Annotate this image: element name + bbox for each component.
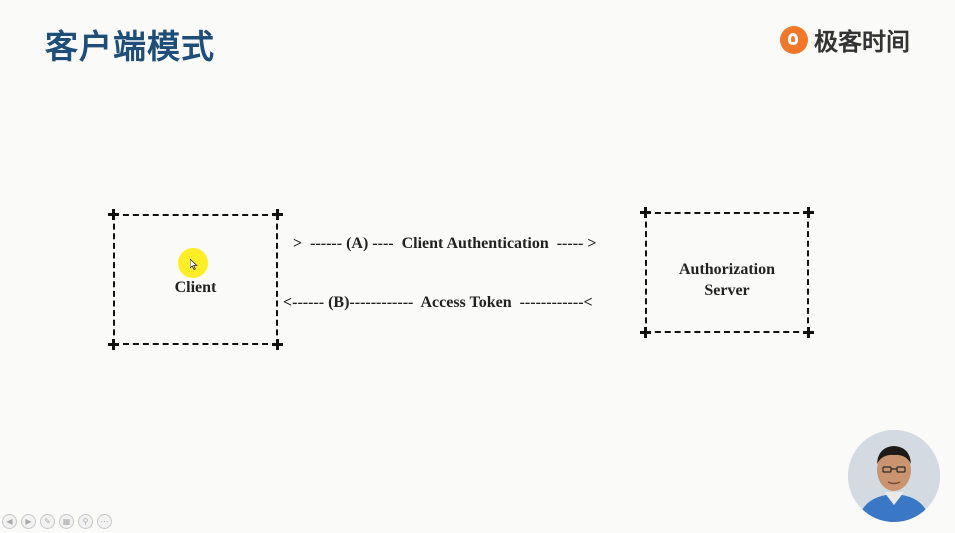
corner-plus-icon bbox=[272, 209, 283, 220]
client-authentication-arrow: > ------ (A) ---- Client Authentication … bbox=[293, 235, 597, 252]
geektime-logo-icon bbox=[780, 25, 808, 54]
authorization-server-box: Authorization Server bbox=[640, 207, 814, 338]
corner-plus-icon bbox=[272, 339, 283, 350]
client-label: Client bbox=[174, 279, 217, 296]
server-label-line1: Authorization bbox=[679, 261, 775, 278]
mouse-pointer-icon bbox=[190, 259, 198, 270]
slideshow-toolbar: ◀ ▶ ✎ ▦ ⚲ ⋯ bbox=[2, 514, 112, 529]
zoom-icon[interactable]: ⚲ bbox=[78, 514, 93, 529]
presenter-avatar-icon bbox=[848, 430, 940, 522]
corner-plus-icon bbox=[640, 207, 651, 218]
brand-logo: 极客时间 bbox=[780, 22, 910, 57]
pen-icon[interactable]: ✎ bbox=[40, 514, 55, 529]
client-box: Client bbox=[108, 209, 283, 350]
prev-icon[interactable]: ◀ bbox=[2, 514, 17, 529]
corner-plus-icon bbox=[108, 339, 119, 350]
corner-plus-icon bbox=[803, 207, 814, 218]
corner-plus-icon bbox=[640, 327, 651, 338]
corner-plus-icon bbox=[108, 209, 119, 220]
more-icon[interactable]: ⋯ bbox=[97, 514, 112, 529]
access-token-arrow: <------ (B)------------ Access Token ---… bbox=[283, 294, 593, 311]
play-icon[interactable]: ▶ bbox=[21, 514, 36, 529]
slide-title: 客户端模式 bbox=[45, 27, 215, 66]
brand-name: 极客时间 bbox=[814, 28, 910, 56]
server-label-line2: Server bbox=[704, 282, 750, 299]
slides-icon[interactable]: ▦ bbox=[59, 514, 74, 529]
cursor-highlight bbox=[178, 248, 208, 278]
corner-plus-icon bbox=[803, 327, 814, 338]
presenter-video bbox=[848, 430, 940, 522]
